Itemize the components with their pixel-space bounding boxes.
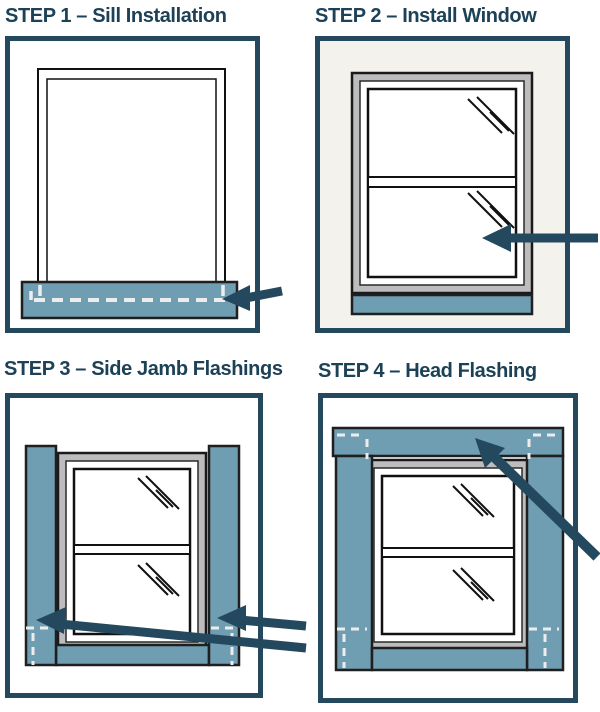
left-jamb-arrow-icon [36, 607, 307, 653]
glass-glare-lower [452, 567, 495, 602]
step-1-title: STEP 1 – Sill Installation [5, 5, 227, 27]
step-2-illustration [350, 71, 598, 316]
sill-flashing [350, 293, 534, 316]
step-2-panel [315, 36, 598, 333]
lap-dashes [337, 433, 559, 668]
jamb-flashing-left [334, 454, 374, 672]
glass-glare-upper [452, 483, 495, 518]
step-2-title: STEP 2 – Install Window [315, 5, 537, 27]
sill-flashing [370, 646, 529, 672]
step-1-panel [5, 36, 283, 333]
glass-glare-lower [467, 190, 515, 229]
step-3-panel [5, 393, 307, 698]
meeting-rail [73, 544, 191, 555]
head-flashing [331, 426, 565, 458]
meeting-rail [367, 176, 517, 188]
right-jamb-arrow-icon [217, 605, 307, 631]
step-4-illustration [331, 426, 600, 672]
window-outline [37, 68, 226, 294]
head-flashing-arrow-icon [475, 438, 600, 561]
step-3-title: STEP 3 – Side Jamb Flashings [4, 358, 283, 380]
glass-glare-upper [467, 96, 515, 135]
step-1-illustration [20, 68, 283, 320]
glass-glare-upper [137, 475, 180, 510]
glass-glare-lower [137, 562, 180, 597]
step-4-title: STEP 4 – Head Flashing [318, 360, 537, 382]
sill-lap-dashes [29, 285, 231, 302]
step-4-panel [318, 393, 600, 703]
jamb-flashing-right [207, 444, 241, 667]
meeting-rail [381, 547, 515, 558]
step-3-illustration [24, 444, 307, 667]
sill-flashing [54, 643, 211, 667]
install-arrow-icon [482, 224, 598, 252]
jamb-flashing-left [24, 444, 58, 667]
sill-arrow-icon [222, 285, 283, 311]
